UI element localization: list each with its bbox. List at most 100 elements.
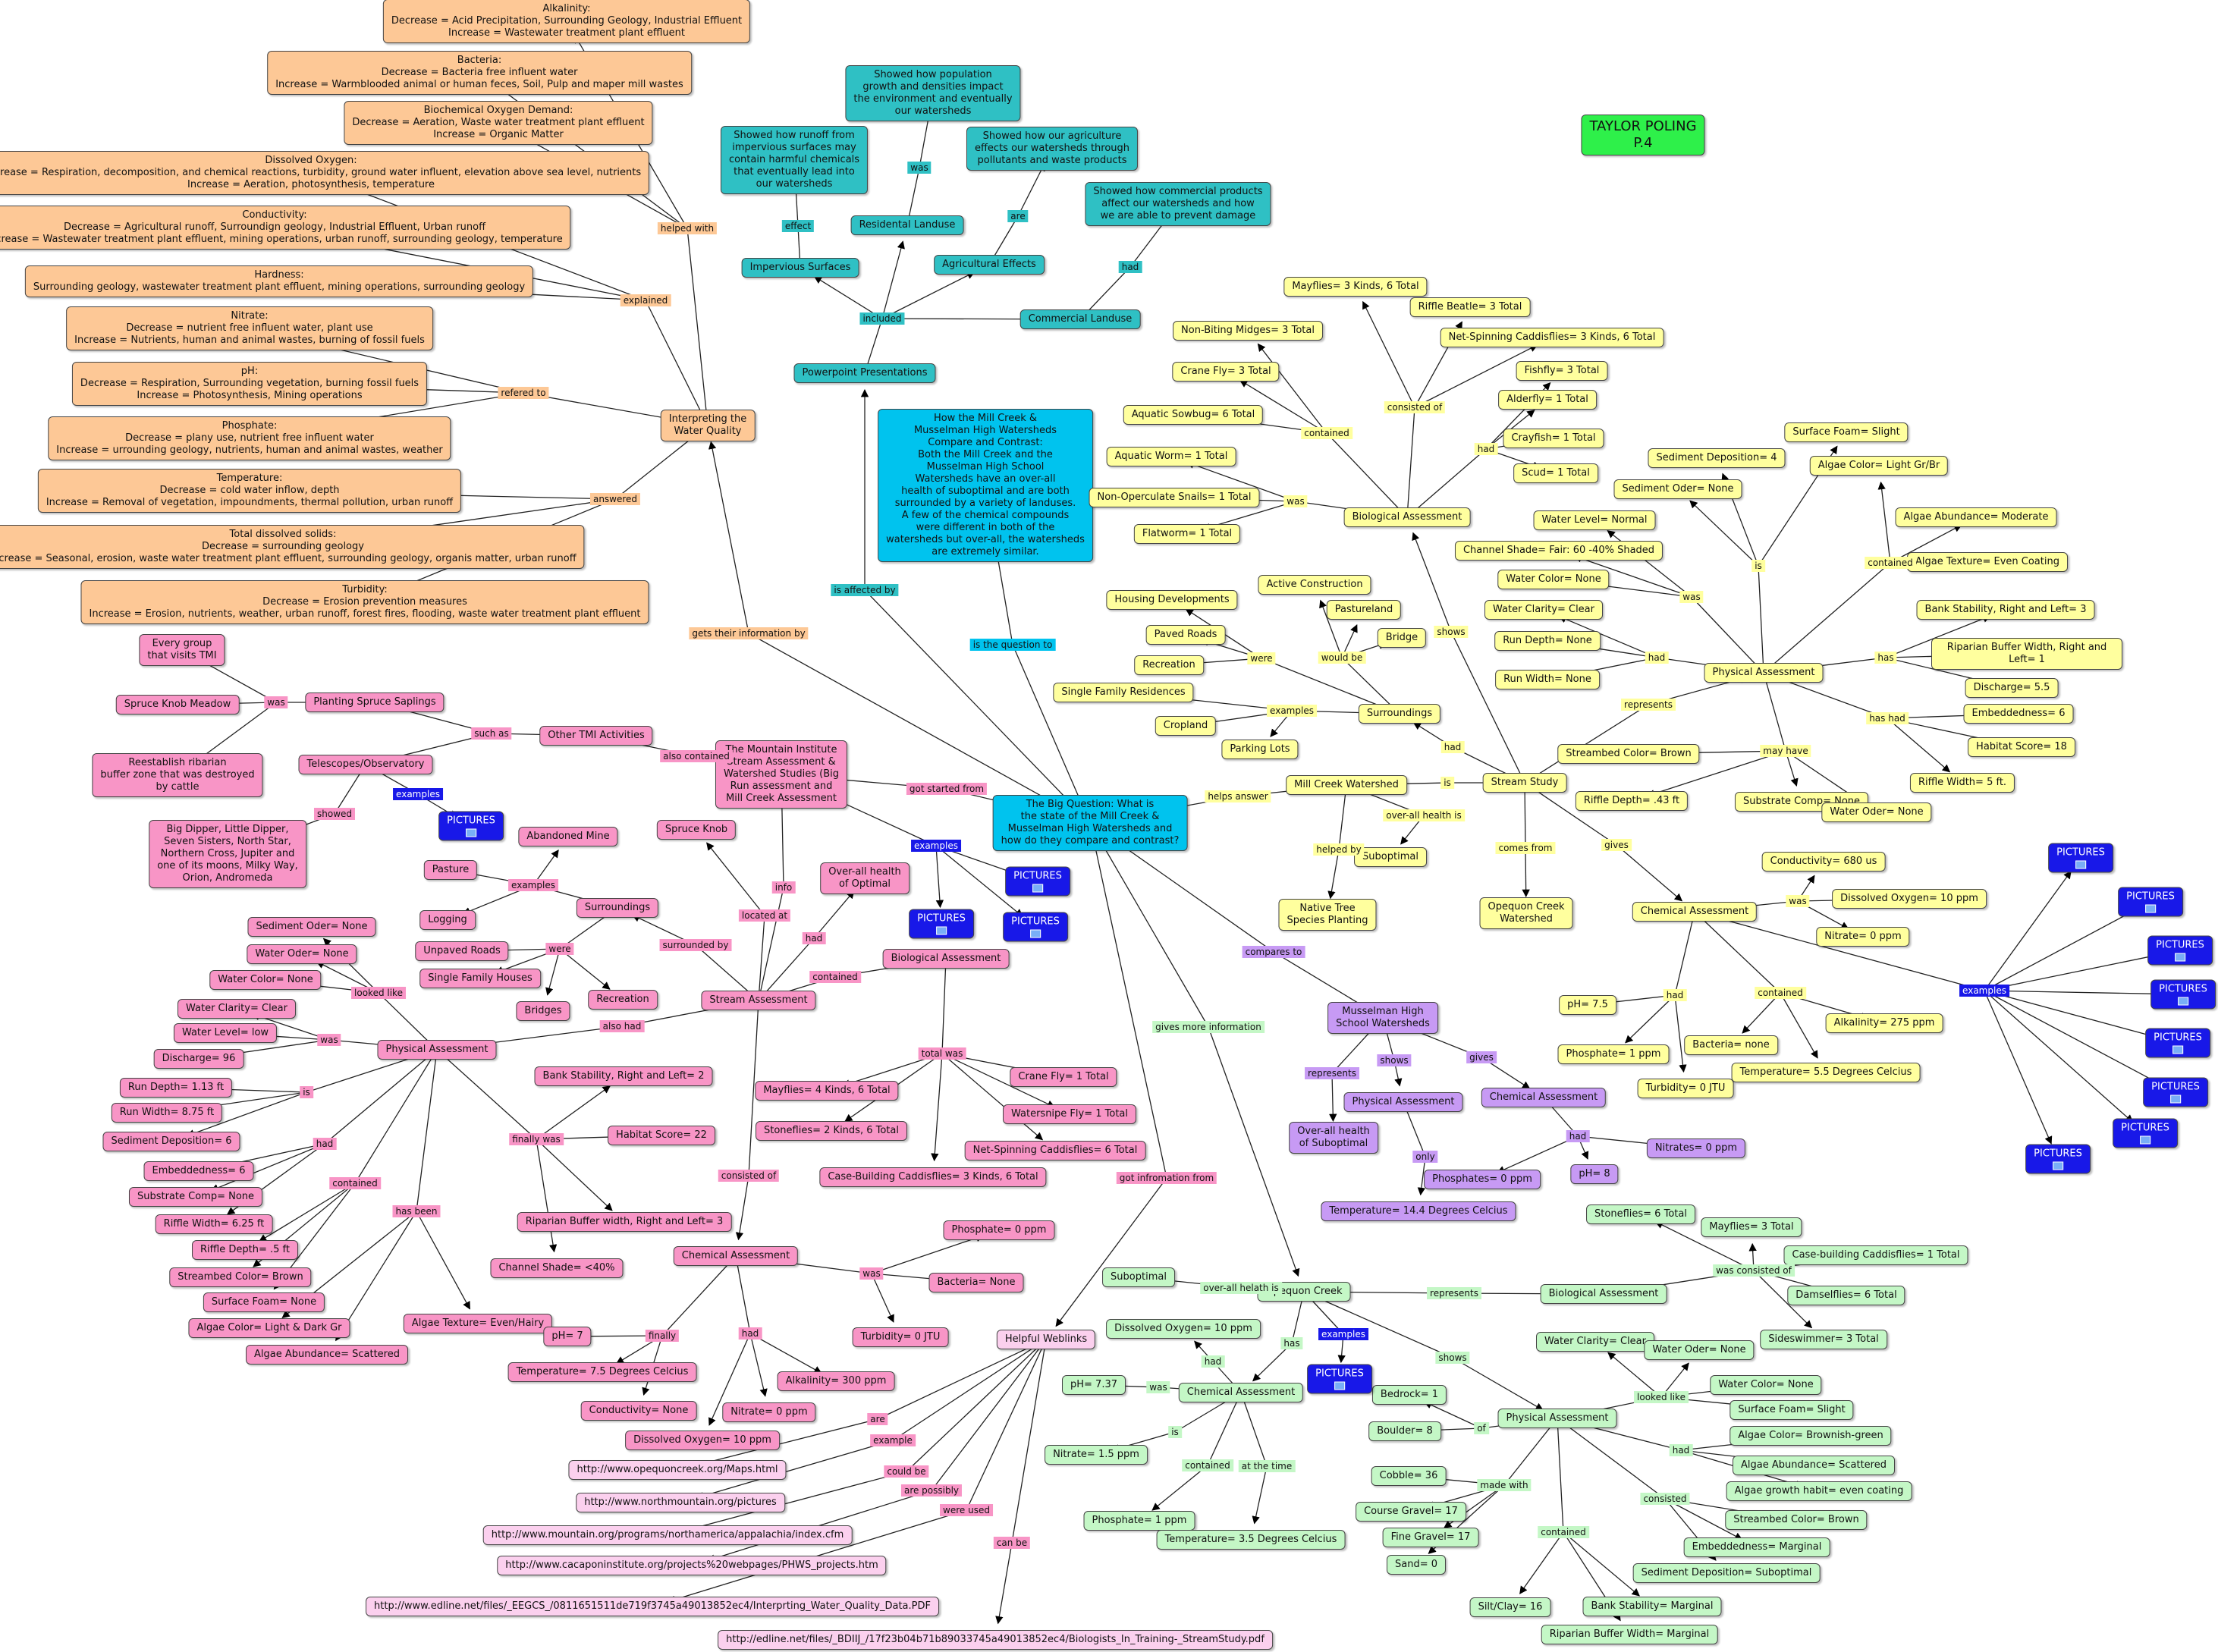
connector-line <box>1329 1073 1337 1123</box>
link-label: are <box>867 1413 888 1425</box>
node-url6[interactable]: http://edline.net/files/_BDIIJ_/17f23b04… <box>718 1630 1273 1650</box>
link-label: made with <box>1477 1479 1532 1491</box>
connector-line <box>871 1234 985 1274</box>
link-label: examples <box>911 840 961 852</box>
connector-line <box>1524 782 1617 846</box>
pictures-link-button[interactable]: PICTURES <box>2150 979 2216 1010</box>
connector-line <box>966 1339 1047 1511</box>
node-text: Run Depth= None <box>1503 635 1592 646</box>
node-url3[interactable]: http://www.mountain.org/programs/northam… <box>482 1525 853 1545</box>
node-text: Riparian Buffer Width, Right and Left= 1 <box>1946 642 2107 665</box>
link-label: shows <box>1434 626 1469 638</box>
connector-line <box>941 1053 1044 1141</box>
connector-line <box>1497 1135 1579 1173</box>
pictures-link-button[interactable]: PICTURES <box>2145 1028 2210 1058</box>
node-text: Reestablish ribarian buffer zone that wa… <box>100 757 255 793</box>
pictures-link-button[interactable]: PICTURES <box>909 909 974 939</box>
node-text: http://www.edline.net/files/_EEGCS_/0811… <box>374 1600 931 1612</box>
node-water-oder-p: Water Oder= None <box>247 944 357 964</box>
node-text: Temperature= 14.4 Degrees Celcius <box>1329 1205 1508 1217</box>
node-t-pop: Showed how population growth and densiti… <box>845 65 1021 121</box>
connector-line <box>1563 1531 1640 1597</box>
node-text: Spruce Knob <box>664 824 728 835</box>
node-case-g: Case-building Caddisflies= 1 Total <box>1783 1245 1968 1265</box>
link-label: examples <box>393 788 443 800</box>
pictures-link-button[interactable]: PICTURES <box>2048 843 2113 873</box>
node-text: Algae Texture= Even Coating <box>1915 556 2059 567</box>
node-text: pH= 7.37 <box>1070 1379 1117 1390</box>
connector-line <box>706 842 765 916</box>
node-stoneflies-g: Stoneflies= 6 Total <box>1586 1204 1695 1224</box>
node-text: Conductivity= None <box>589 1405 689 1416</box>
node-sfh-p: Single Family Houses <box>419 969 541 988</box>
node-channel-y: Channel Shade= Fair: 60 -40% Shaded <box>1454 541 1664 561</box>
node-housing: Housing Developments <box>1106 590 1238 610</box>
node-text: Riffle Width= 6.25 ft <box>163 1218 265 1230</box>
link-label: was <box>264 696 288 708</box>
link-label: contained <box>1538 1526 1589 1538</box>
link-label: were <box>545 943 574 955</box>
connector-line <box>1338 784 1347 850</box>
node-watersnipe-p: Watersnipe Fly= 1 Total <box>1002 1104 1137 1124</box>
image-icon <box>2170 1095 2181 1104</box>
node-url2[interactable]: http://www.northmountain.org/pictures <box>576 1493 785 1512</box>
node-bod: Biochemical Oxygen Demand: Decrease = Ae… <box>344 101 653 145</box>
node-embed-g: Embeddedness= Marginal <box>1683 1537 1830 1557</box>
pictures-link-button[interactable]: PICTURES <box>1003 912 1068 942</box>
node-sowbug: Aquatic Sowbug= 6 Total <box>1123 405 1264 425</box>
connector-line <box>813 276 883 319</box>
node-bank-p: Bank Stability, Right and Left= 2 <box>534 1066 713 1086</box>
node-text: Logging <box>428 914 467 925</box>
node-temp-pu: Temperature= 14.4 Degrees Celcius <box>1321 1201 1516 1221</box>
node-text: Net-Spinning Caddisflies= 3 Kinds, 6 Tot… <box>1448 331 1656 343</box>
connector-line <box>1452 1357 1544 1411</box>
node-crane-p: Crane Fly= 1 Total <box>1010 1067 1117 1087</box>
pictures-link-button[interactable]: PICTURES <box>2118 887 2183 917</box>
node-water-clar-y: Water Clarity= Clear <box>1484 600 1603 620</box>
node-text: pH: Decrease = Respiration, Surrounding … <box>80 366 419 401</box>
pictures-link-button[interactable]: PICTURES <box>2147 935 2213 966</box>
node-text: Nitrate= 0 ppm <box>730 1406 808 1418</box>
node-hard: Hardness: Surrounding geology, wastewate… <box>24 265 534 297</box>
connector-line <box>748 1000 759 1176</box>
link-label: had <box>1201 1355 1225 1368</box>
connector-line <box>1674 994 1687 1073</box>
connector-line <box>1616 844 1683 902</box>
link-label: was <box>1146 1381 1170 1393</box>
node-other-tmi: Other TMI Activities <box>539 726 653 746</box>
node-chem-pu: Chemical Assessment <box>1481 1088 1607 1107</box>
node-text: Mayflies= 4 Kinds, 6 Total <box>763 1085 891 1096</box>
pictures-link-button[interactable]: PICTURES <box>2143 1077 2208 1107</box>
link-label: surrounded by <box>659 939 732 951</box>
node-cond-p: Conductivity= None <box>580 1401 697 1421</box>
link-label: contained <box>1865 557 1916 569</box>
node-helpful[interactable]: Helpful Weblinks <box>996 1330 1096 1349</box>
pictures-link-button[interactable]: PICTURES <box>1307 1364 1372 1394</box>
node-imperv: Impervious Surfaces <box>741 258 859 278</box>
node-text: Conductivity: Decrease = Agricultural ru… <box>0 209 563 245</box>
node-damsel: Damselflies= 6 Total <box>1787 1286 1905 1305</box>
node-spruce-plant: Planting Spruce Saplings <box>305 693 445 712</box>
node-url1[interactable]: http://www.opequoncreek.org/Maps.html <box>568 1460 787 1480</box>
node-url4[interactable]: http://www.cacaponinstitute.org/projects… <box>497 1556 887 1575</box>
node-text: Impervious Surfaces <box>749 262 851 273</box>
node-active: Active Construction <box>1258 575 1371 595</box>
node-opequon: Opequon Creek <box>1257 1282 1351 1302</box>
connector-line <box>758 937 815 1001</box>
node-text: Dissolved Oxygen= 10 ppm <box>1840 893 1978 904</box>
node-riffle-w-p: Riffle Width= 6.25 ft <box>155 1214 273 1234</box>
pictures-link-button[interactable]: PICTURES <box>1005 866 1070 897</box>
node-text: Pastureland <box>1334 604 1393 615</box>
node-url5[interactable]: http://www.edline.net/files/_EEGCS_/0811… <box>366 1597 939 1616</box>
node-text: Crane Fly= 3 Total <box>1180 366 1271 377</box>
node-run-width-y: Run Width= None <box>1495 670 1600 689</box>
link-label: consisted of <box>718 1170 780 1182</box>
node-text: Riffle Width= 5 ft. <box>1918 777 2007 788</box>
node-text: Recreation <box>596 994 649 1005</box>
connector-line <box>935 845 1023 917</box>
node-alk-p: Alkalinity= 300 ppm <box>777 1371 895 1391</box>
pictures-link-button[interactable]: PICTURES <box>2113 1118 2178 1148</box>
node-text: Run Width= 8.75 ft <box>119 1107 215 1118</box>
pictures-link-button[interactable]: PICTURES <box>438 811 504 841</box>
pictures-link-button[interactable]: PICTURES <box>2025 1144 2091 1174</box>
